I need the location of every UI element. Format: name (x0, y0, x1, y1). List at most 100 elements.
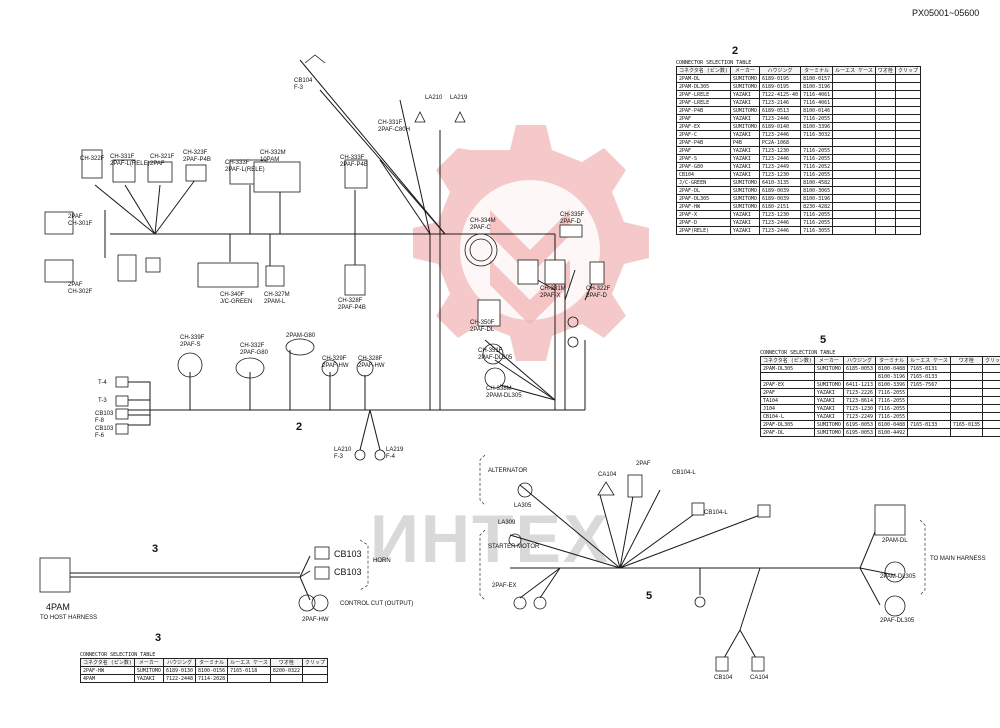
table-cell (832, 146, 876, 155)
table-cell: 6189-0039 (758, 186, 802, 195)
table-cell (894, 218, 921, 227)
table-cell (874, 74, 896, 83)
connector-label-ch332m: CH-332M 10PAM (260, 150, 286, 163)
table-cell (842, 372, 877, 381)
table-cell (874, 90, 896, 99)
table-cell: YAZAKI (813, 396, 844, 405)
table-cell (981, 380, 1000, 389)
table-header-cell: クリップ (894, 66, 921, 75)
table-cell (949, 404, 983, 413)
table-cell (874, 114, 896, 123)
connector-label-4pam: 4PAM (46, 602, 70, 612)
table-cell (981, 404, 1000, 413)
table-cell: 7165-0133 (907, 420, 951, 429)
table-cell (269, 674, 303, 683)
connector-label-ch351f: CH-351F 2PAF-DL305 (478, 348, 513, 361)
table-cell: SUMITOMO (729, 178, 760, 187)
connector-label-ch331f: CH-331F 2PAF-C80H (378, 120, 410, 133)
table-cell (894, 226, 921, 235)
table-cell: 7116-4061 (800, 90, 834, 99)
table-cell (907, 428, 951, 437)
table-cell (832, 194, 876, 203)
table-cell: YAZAKI (133, 674, 164, 683)
connector-label-la210: LA210 (425, 95, 443, 101)
table-cell: YAZAKI (729, 114, 760, 123)
connector-label-la219: LA219 (450, 95, 468, 101)
table-cell (832, 138, 876, 147)
table-cell: 7116-2055 (800, 114, 834, 123)
table-header-cell: ハウジング (162, 658, 197, 667)
table-cell: SUMITOMO (729, 74, 760, 83)
connector-label-2pam-dl305: 2PAM-DL305 (880, 574, 916, 580)
connector-label-2pam-dl: 2PAM-DL (882, 538, 908, 544)
table-cell: 7123-1230 (842, 404, 877, 413)
connector-label-ch350f: CH-350F 2PAF-DL (470, 320, 495, 333)
table-header-cell: クリップ (981, 356, 1000, 365)
table-cell: 7123-2249 (842, 412, 877, 421)
table-cell: 2PAF-S (676, 154, 731, 163)
table-cell (894, 154, 921, 163)
table-cell: 7116-2052 (800, 162, 834, 171)
table-cell: 2PAF (676, 146, 731, 155)
connector-label-ch333f-c: CH-333F 2PAF-P4B (340, 155, 368, 168)
to-main-harness: TO MAIN HARNESS (930, 556, 986, 562)
table-cell: YAZAKI (729, 162, 760, 171)
connector-label-ch328f-b: CH-328F 2PAF-HW (358, 356, 385, 369)
table-cell: 7165-0133 (907, 372, 951, 381)
table-cell (894, 82, 921, 91)
connector-label-ch323f: CH-323F 2PAF-P4B (183, 150, 211, 163)
table-header-cell: ルーエス ケース (227, 658, 271, 667)
table-header-cell: クリップ (301, 658, 329, 667)
table-header-cell: ワオ栓 (874, 66, 896, 75)
table-cell: 2PAF-EX (676, 122, 731, 131)
table-cell (981, 388, 1000, 397)
horn-label: HORN (373, 558, 391, 564)
table-header-row: コネクタ名 (ピン数)メーカーハウジングターミナルルーエス ケースワオ栓クリップ (676, 66, 921, 75)
table-cell (874, 130, 896, 139)
table-cell (907, 412, 951, 421)
table-cell: SUMITOMO (729, 106, 760, 115)
table-cell (874, 146, 896, 155)
table-cell: 7122-2448 (162, 674, 197, 683)
table-cell: 7123-1230 (758, 170, 802, 179)
table-cell: CB104-L (760, 412, 815, 421)
table-cell (894, 162, 921, 171)
table-cell (894, 114, 921, 123)
connector-label-la219-f4: LA219 F-4 (386, 447, 404, 460)
table-cell: 7123-2226 (842, 388, 877, 397)
table-cell: 2PAF-P4B (676, 106, 731, 115)
table-cell (800, 138, 834, 147)
table-cell: 2PAF-P4B (676, 138, 731, 147)
table-cell (949, 412, 983, 421)
table-header-cell: ターミナル (800, 66, 834, 75)
table-cell: YAZAKI (729, 154, 760, 163)
table-cell (894, 98, 921, 107)
table-header-cell: ターミナル (195, 658, 229, 667)
connector-label-la305: LA305 (514, 503, 532, 509)
connector-label-ch327m: CH-327M 2PAM-L (264, 292, 290, 305)
table-cell (874, 178, 896, 187)
table-cell: P4B (729, 138, 760, 147)
table-cell (832, 170, 876, 179)
table-cell: SUMITOMO (813, 428, 844, 437)
table-cell: 8100-3065 (800, 186, 834, 195)
table-title: CONNECTOR SELECTION TABLE (760, 350, 836, 356)
table-cell: 8100-3396 (800, 122, 834, 131)
table-cell: 8100-3396 (875, 380, 909, 389)
table-cell: 6411-1213 (842, 380, 877, 389)
table-cell (894, 90, 921, 99)
table-cell: 6189-0195 (758, 82, 802, 91)
table-header-row: コネクタ名 (ピン数)メーカーハウジングターミナルルーエス ケースワオ栓クリップ (80, 658, 329, 667)
connector-label-la210-f3: LA210 F-3 (334, 447, 352, 460)
